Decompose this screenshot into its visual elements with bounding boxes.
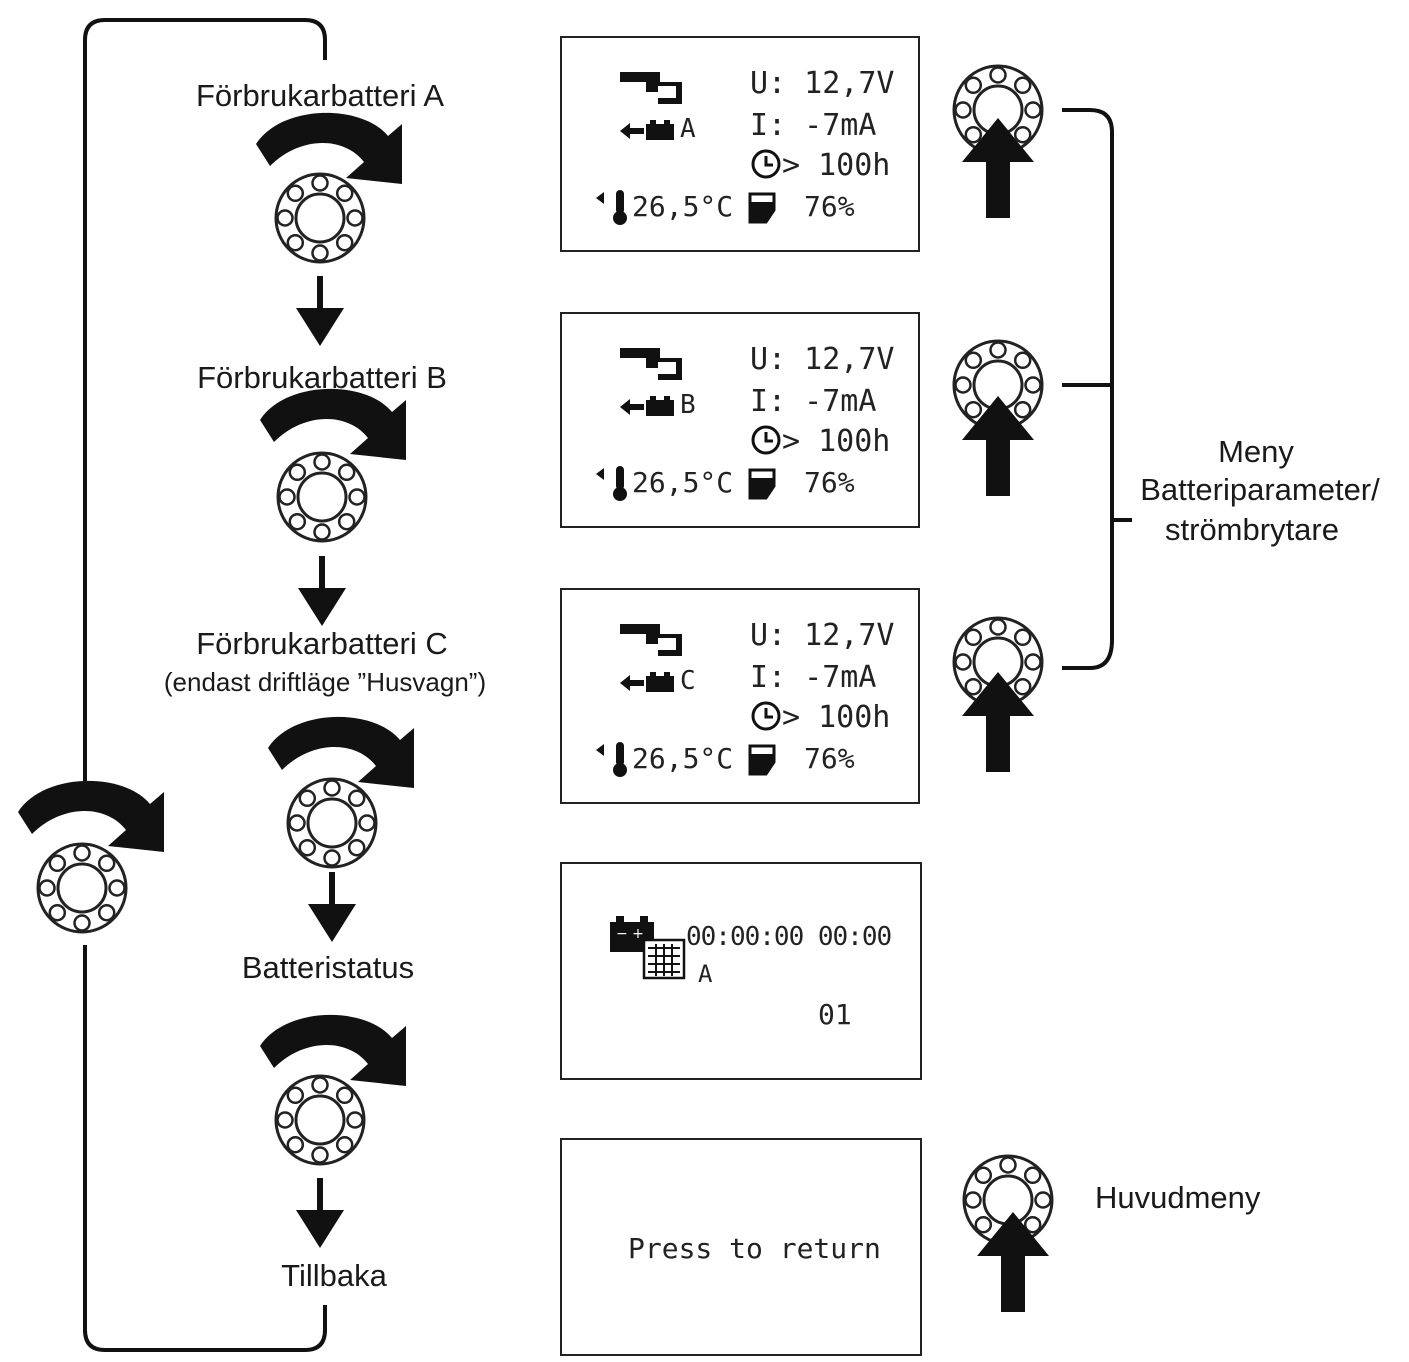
menu-label-line2: Batteriparameter/ [1140,472,1380,507]
push-knob-return [962,1154,1054,1312]
menu-label-line1: Meny [1218,434,1294,469]
menu-item-title: Förbrukarbatteri C [196,626,448,661]
current-readout: I: -7mA [750,660,877,695]
battery-level-icon [748,468,776,500]
down-arrow-icon [296,276,344,346]
temperature-readout: 26,5°C [632,742,734,775]
loop-line-top [83,18,327,785]
lcd-screen-battery-b: B U: 12,7V I: -7mA > 100h 26,5°C 76% [560,312,920,528]
menu-bracket [1062,108,1114,670]
menu-item-subtitle: (endast driftläge ”Husvagn”) [163,667,487,697]
temperature-readout: 26,5°C [632,466,734,499]
battery-letter: A [698,960,713,988]
current-readout: I: -7mA [750,108,877,143]
loop-line-bottom [83,945,327,1352]
rotary-knob-icon [286,777,378,869]
plug-icon [620,72,682,104]
clock-icon [751,425,781,455]
voltage-readout: U: 12,7V [750,618,895,653]
battery-level-icon [748,744,776,776]
rotary-knob-icon [274,172,366,264]
return-prompt: Press to return [628,1232,881,1265]
voltage-readout: U: 12,7V [750,66,895,101]
rotate-step-a [256,112,402,346]
down-arrow-icon [298,556,346,626]
clock-icon [751,149,781,179]
svg-text:− +: − + [616,926,644,942]
plug-icon [620,624,682,656]
push-knob-a [952,64,1044,218]
rotate-clockwise-arrow-icon [260,388,406,460]
time-remaining-readout: > 100h [782,148,891,183]
thermometer-icon [596,742,627,777]
menu-item-title: Batteristatus [241,950,415,985]
down-arrow-icon [308,872,356,942]
battery-letter: C [680,666,696,696]
plug-icon [620,348,682,380]
rotate-clockwise-arrow-icon [260,1014,406,1086]
time-remaining-readout: > 100h [782,700,891,735]
lcd-screen-battery-status: − + 00:00:00 00:00 A 01 [560,862,922,1080]
voltage-readout: U: 12,7V [750,342,895,377]
rotate-step-loop [18,780,164,934]
rotate-step-b [260,388,406,626]
time-remaining-readout: > 100h [782,424,891,459]
rotate-clockwise-arrow-icon [268,716,414,788]
menu-item-title: Förbrukarbatteri A [195,78,445,113]
battery-icon [620,396,674,416]
rotary-knob-icon [274,1074,366,1166]
thermometer-icon [596,190,627,225]
rotary-knob-icon [276,451,368,543]
datetime-readout: 00:00:00 00:00 [686,922,892,952]
charge-readout: 76% [804,190,855,223]
battery-icon [620,120,674,140]
battery-icon [620,672,674,692]
rotate-step-status [260,1014,406,1248]
lcd-screen-return: Press to return [560,1138,922,1356]
battery-letter: A [680,114,696,144]
thermometer-icon [596,466,627,501]
lcd-screen-battery-c: C U: 12,7V I: -7mA > 100h 26,5°C 76% [560,588,920,804]
menu-label-line3: strömbrytare [1165,512,1339,547]
battery-letter: B [680,390,696,420]
lcd-screen-battery-a: A U: 12,7V I: -7mA > 100h 26,5°C 76% [560,36,920,252]
rotate-clockwise-arrow-icon [18,780,164,852]
temperature-readout: 26,5°C [632,190,734,223]
charge-readout: 76% [804,742,855,775]
status-number: 01 [818,998,852,1031]
menu-item-title: Förbrukarbatteri B [197,360,447,395]
menu-item-title: Tillbaka [281,1258,387,1293]
current-readout: I: -7mA [750,384,877,419]
push-knob-b [952,339,1044,496]
charge-readout: 76% [804,466,855,499]
rotary-knob-icon [36,842,128,934]
clock-icon [751,701,781,731]
battery-level-icon [748,192,776,224]
push-knob-c [952,616,1044,772]
rotate-step-c [268,716,414,942]
rotate-clockwise-arrow-icon [256,112,402,184]
calendar-icon: − + [610,916,686,980]
down-arrow-icon [296,1178,344,1248]
main-menu-label: Huvudmeny [1095,1180,1261,1215]
